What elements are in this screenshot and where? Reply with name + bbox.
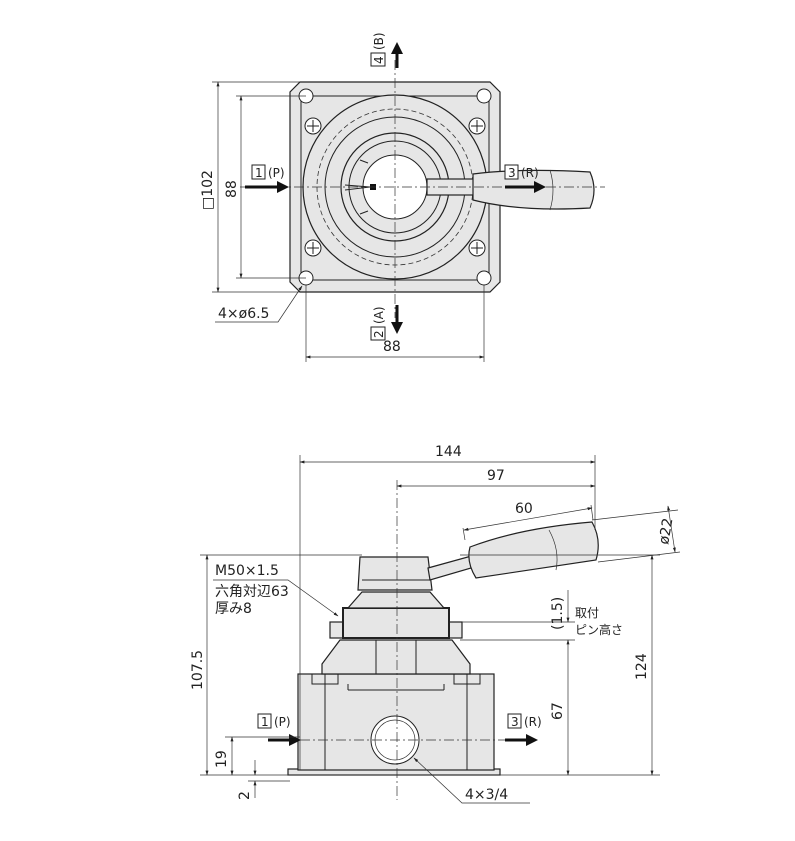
svg-text:3: 3 [511, 715, 519, 729]
svg-text:2: 2 [372, 330, 386, 338]
dim-port-height: 19 [214, 750, 230, 768]
dim-height-pin: 67 [550, 702, 566, 720]
port-3-label: 3 (R) [504, 164, 539, 180]
svg-text:4: 4 [372, 56, 386, 64]
svg-text:1: 1 [255, 166, 263, 180]
dim-handle-reach: 97 [487, 468, 505, 484]
dim-grip-dia: ø22 [656, 517, 676, 546]
nut-note-line3: 厚み8 [215, 601, 252, 617]
body-top [321, 639, 471, 675]
handle-cap [357, 556, 433, 591]
svg-text:(R): (R) [521, 166, 539, 180]
port-4-label: 4 (B) [370, 32, 386, 67]
svg-text:1: 1 [261, 715, 269, 729]
screws [304, 117, 486, 257]
side-handle-grip [468, 521, 599, 579]
dim-pitch-vertical: 88 [224, 180, 240, 198]
dim-square: □102 [200, 170, 216, 210]
handle-grip [472, 169, 595, 210]
nut-note-line1: M50×1.5 [215, 563, 279, 579]
dim-total-length: 144 [435, 444, 462, 460]
port-1-label: 1 (P) [251, 164, 285, 180]
svg-text:(P): (P) [268, 166, 285, 180]
pin-note-line2: ピン高さ [575, 622, 623, 637]
svg-text:(R): (R) [524, 715, 542, 729]
hex-nut [342, 607, 450, 639]
handle-base [346, 591, 446, 609]
port-2-label: 2 (A) [370, 306, 386, 341]
svg-text:(B): (B) [372, 32, 386, 50]
dim-height-mount: 107.5 [190, 650, 206, 690]
top-view: 4 (B) 1 (P) 3 (R) 2 (A) □102 88 88 4×ø6.… [200, 32, 605, 362]
side-port-1-label: 1 (P) [257, 713, 291, 729]
dim-base: 2 [237, 791, 253, 800]
dim-pin-height: (1.5) [550, 597, 566, 630]
dim-pitch-horizontal: 88 [383, 339, 401, 355]
dim-height-total: 124 [634, 653, 650, 680]
dim-ports: 4×3/4 [465, 787, 508, 803]
svg-text:3: 3 [508, 166, 516, 180]
side-port-3-label: 3 (R) [507, 713, 542, 729]
pin-note-line1: 取付 [575, 606, 599, 620]
svg-text:(P): (P) [274, 715, 291, 729]
nut-note-line2: 六角対辺63 [215, 584, 289, 600]
dim-holes: 4×ø6.5 [218, 306, 269, 322]
dim-grip-length: 60 [515, 501, 533, 517]
side-view: 1 (P) 3 (R) 144 97 60 ø22 107.5 124 67 (… [190, 444, 681, 804]
svg-text:(A): (A) [372, 306, 386, 324]
